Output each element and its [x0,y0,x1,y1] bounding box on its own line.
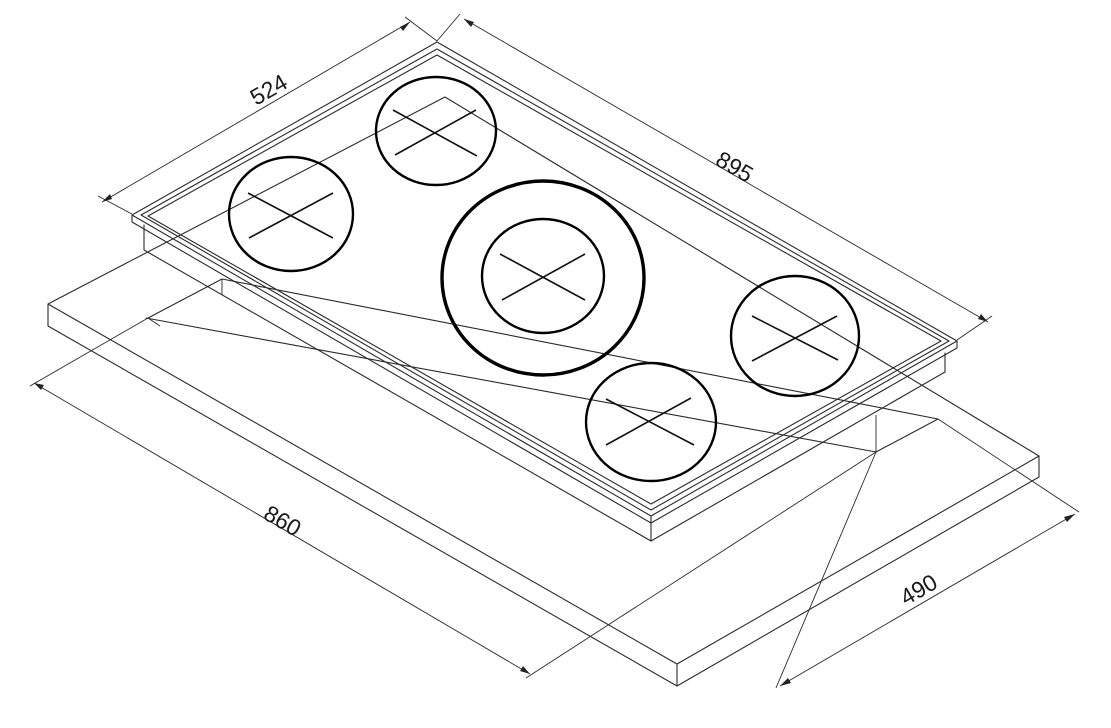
dimension-label-top-width: 895 [712,146,758,188]
dimension-label-cutout-depth: 490 [896,569,942,611]
burner-center-dual [440,179,646,377]
burner-left [227,155,355,273]
burner-front-right [584,361,718,483]
dimension-cutout-width: 860 [29,317,877,679]
countertop-cutout-slab [47,96,1040,687]
dimension-label-top-depth: 524 [246,69,292,111]
dimension-top-depth: 524 [97,16,438,215]
burner-rear-left [374,75,498,187]
dimension-label-cutout-width: 860 [260,500,306,542]
dimension-top-width: 895 [436,13,993,341]
burner-right [729,274,861,398]
hob-top-plate [131,41,958,542]
